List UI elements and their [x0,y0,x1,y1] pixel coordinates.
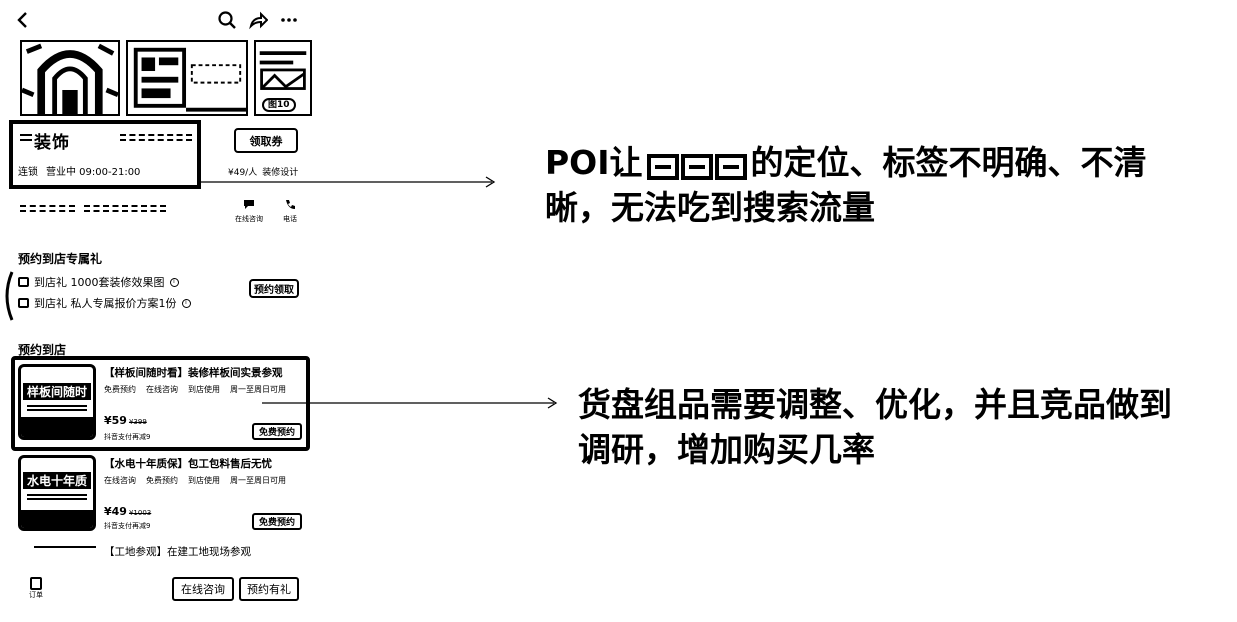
annotation-products: 货盘组品需要调整、优化，并且竞品做到 调研，增加购买几率 [578,382,1172,472]
scroll-edge-bracket [5,271,14,321]
online-consult-button[interactable]: 在线咨询 [172,577,234,601]
deal-price-row: ¥59¥399 [104,414,147,427]
chevron-left-icon [17,12,27,28]
photo-count-badge: 图10 [262,98,296,112]
store-price-row: ¥49/人 装修设计 [228,165,298,178]
phone-label: 电话 [283,215,297,223]
online-consult-label: 在线咨询 [235,215,263,223]
deal-tags: 免费预约 在线咨询 到店使用 周一至周日可用 [104,384,286,395]
deal-orig-price: ¥399 [128,418,147,426]
annotation-poi-line1-tail: 的定位、标签不明确、不清 [750,143,1147,182]
annotation-poi-line1-head: POI让 [545,143,643,182]
deal-card[interactable]: 样板间随时 【样板间随时看】装修样板间实景参观 免费预约 在线咨询 到店使用 周… [14,362,310,446]
more-icon [281,18,297,22]
annotation-products-line1: 货盘组品需要调整、优化，并且竞品做到 [578,385,1172,424]
arrow-to-note-1 [200,176,496,188]
store-photo-3[interactable]: 图10 [254,40,312,116]
back-button[interactable] [12,9,34,31]
phone-icon [286,200,295,209]
deal-title: 【样板间随时看】装修样板间实景参观 [104,367,283,379]
redacted-name-part [20,134,32,141]
store-photo-2[interactable] [126,40,248,116]
deal-thumb-partial [34,546,96,550]
deal-thumb-label: 样板间随时 [23,383,91,400]
store-price: ¥49/人 [228,168,258,178]
deal-tag: 到店使用 [188,385,220,394]
deals-section-title: 预约到店 [18,343,67,357]
book-deal-button[interactable]: 免费预约 [252,423,302,440]
deal-card[interactable]: 水电十年质 【水电十年质保】包工包料售后无忧 在线咨询 免费预约 到店使用 周一… [14,455,310,535]
deal-tag: 周一至周日可用 [230,476,286,485]
gift-item: 到店礼 1000套装修效果图 i [18,274,179,290]
deal-tag: 周一至周日可用 [230,385,286,394]
annotation-poi-line2: 晰，无法吃到搜索流量 [545,188,875,227]
gift-icon [18,298,29,308]
annotation-poi: POI让 的定位、标签不明确、不清 晰，无法吃到搜索流量 [545,140,1147,230]
gift-item: 到店礼 私人专属报价方案1份 i [18,295,191,311]
deal-note: 抖音支付再减9 [104,433,151,441]
redacted-name-suffix [120,134,192,141]
deal-tag: 免费预约 [146,476,178,485]
store-photo-1[interactable] [20,40,120,116]
share-icon [249,11,268,30]
phone-screenshot: 图10 装饰 连锁 营业中 09:00-21:00 领取券 ¥49/人 装修设计… [0,0,318,622]
store-name: 装饰 [34,133,70,153]
deal-price: ¥49 [104,505,127,518]
claim-coupon-button[interactable]: 领取券 [234,128,298,153]
deal-orig-price: ¥1003 [128,509,152,517]
claim-gift-button[interactable]: 预约领取 [249,279,299,298]
deal-thumb-label: 水电十年质 [23,472,91,489]
deal-tag: 免费预约 [104,385,136,394]
redacted-address [20,205,75,212]
store-category: 装修设计 [262,168,299,178]
deal-tags: 在线咨询 免费预约 到店使用 周一至周日可用 [104,475,286,486]
deal-tag: 到店使用 [188,476,220,485]
more-button[interactable] [278,9,300,31]
info-icon[interactable]: i [181,298,191,308]
annotation-products-line2: 调研，增加购买几率 [578,430,875,469]
redacted-distance [84,205,166,212]
order-tab[interactable]: 订单 [24,577,48,600]
share-button[interactable] [247,9,269,31]
online-consult-action[interactable]: 在线咨询 [230,195,268,224]
book-deal-button[interactable]: 免费预约 [252,513,302,530]
gift-item-label: 到店礼 私人专属报价方案1份 [34,297,177,310]
info-icon[interactable]: i [169,277,179,287]
order-icon [30,577,42,590]
deal-tag: 在线咨询 [104,476,136,485]
deal-note: 抖音支付再减9 [104,522,151,530]
deal-thumbnail: 水电十年质 [18,455,96,531]
deal-price: ¥59 [104,414,127,427]
arrow-to-note-2 [262,397,558,409]
gift-icon [18,277,29,287]
deal-thumbnail: 样板间随时 [18,364,96,440]
store-hours: 营业中 09:00-21:00 [46,167,141,178]
deal-tag: 在线咨询 [146,385,178,394]
order-label: 订单 [29,591,43,599]
redacted-brand [645,148,749,180]
store-meta: 连锁 营业中 09:00-21:00 [18,163,140,178]
deal-price-row: ¥49¥1003 [104,505,151,518]
deal-title: 【水电十年质保】包工包料售后无忧 [104,458,272,470]
deal-title: 【工地参观】在建工地现场参观 [104,546,251,558]
search-button[interactable] [216,9,238,31]
gift-section-title: 预约到店专属礼 [18,252,103,266]
gift-item-label: 到店礼 1000套装修效果图 [34,276,165,289]
search-icon [218,11,236,29]
phone-action[interactable]: 电话 [278,195,302,224]
store-info-highlight [9,120,201,189]
store-type: 连锁 [18,167,38,178]
chat-icon [244,200,254,209]
book-gift-button[interactable]: 预约有礼 [239,577,299,601]
